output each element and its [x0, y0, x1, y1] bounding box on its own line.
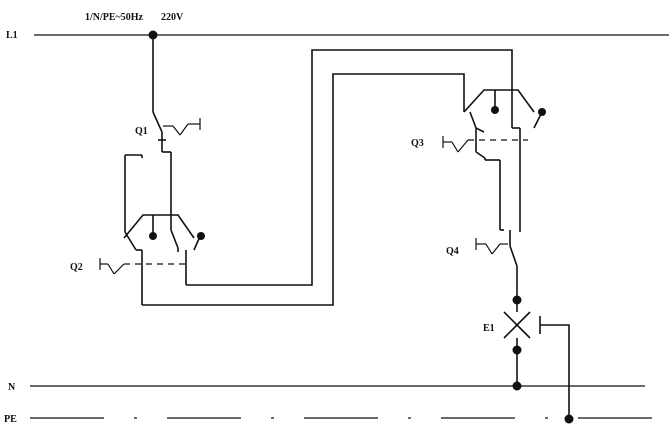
n-bus: N — [8, 382, 645, 393]
pe-junction-dot — [564, 414, 574, 424]
q2-label: Q2 — [70, 262, 83, 273]
switch-q3: Q3 — [411, 89, 546, 232]
switch-q2: Q2 — [70, 151, 205, 305]
l1-bus: L1 — [6, 30, 669, 41]
switch-q1: Q1 — [135, 30, 201, 152]
traveller-wires — [142, 49, 513, 306]
pe-bus: PE — [4, 414, 669, 425]
q4-label: Q4 — [446, 246, 459, 257]
supply-system-label: 1/N/PE~50Hz — [85, 12, 144, 23]
switch-q4: Q4 — [446, 229, 518, 300]
lamp-e1: E1 — [483, 295, 574, 424]
n-junction-dot — [512, 381, 522, 391]
q1-label: Q1 — [135, 126, 148, 137]
l1-label: L1 — [6, 30, 18, 41]
n-label: N — [8, 382, 16, 393]
supply-annotation: 1/N/PE~50Hz 220V — [85, 12, 184, 23]
supply-voltage-label: 220V — [161, 12, 184, 23]
q3-label: Q3 — [411, 138, 424, 149]
pe-label: PE — [4, 414, 17, 425]
e1-label: E1 — [483, 323, 495, 334]
